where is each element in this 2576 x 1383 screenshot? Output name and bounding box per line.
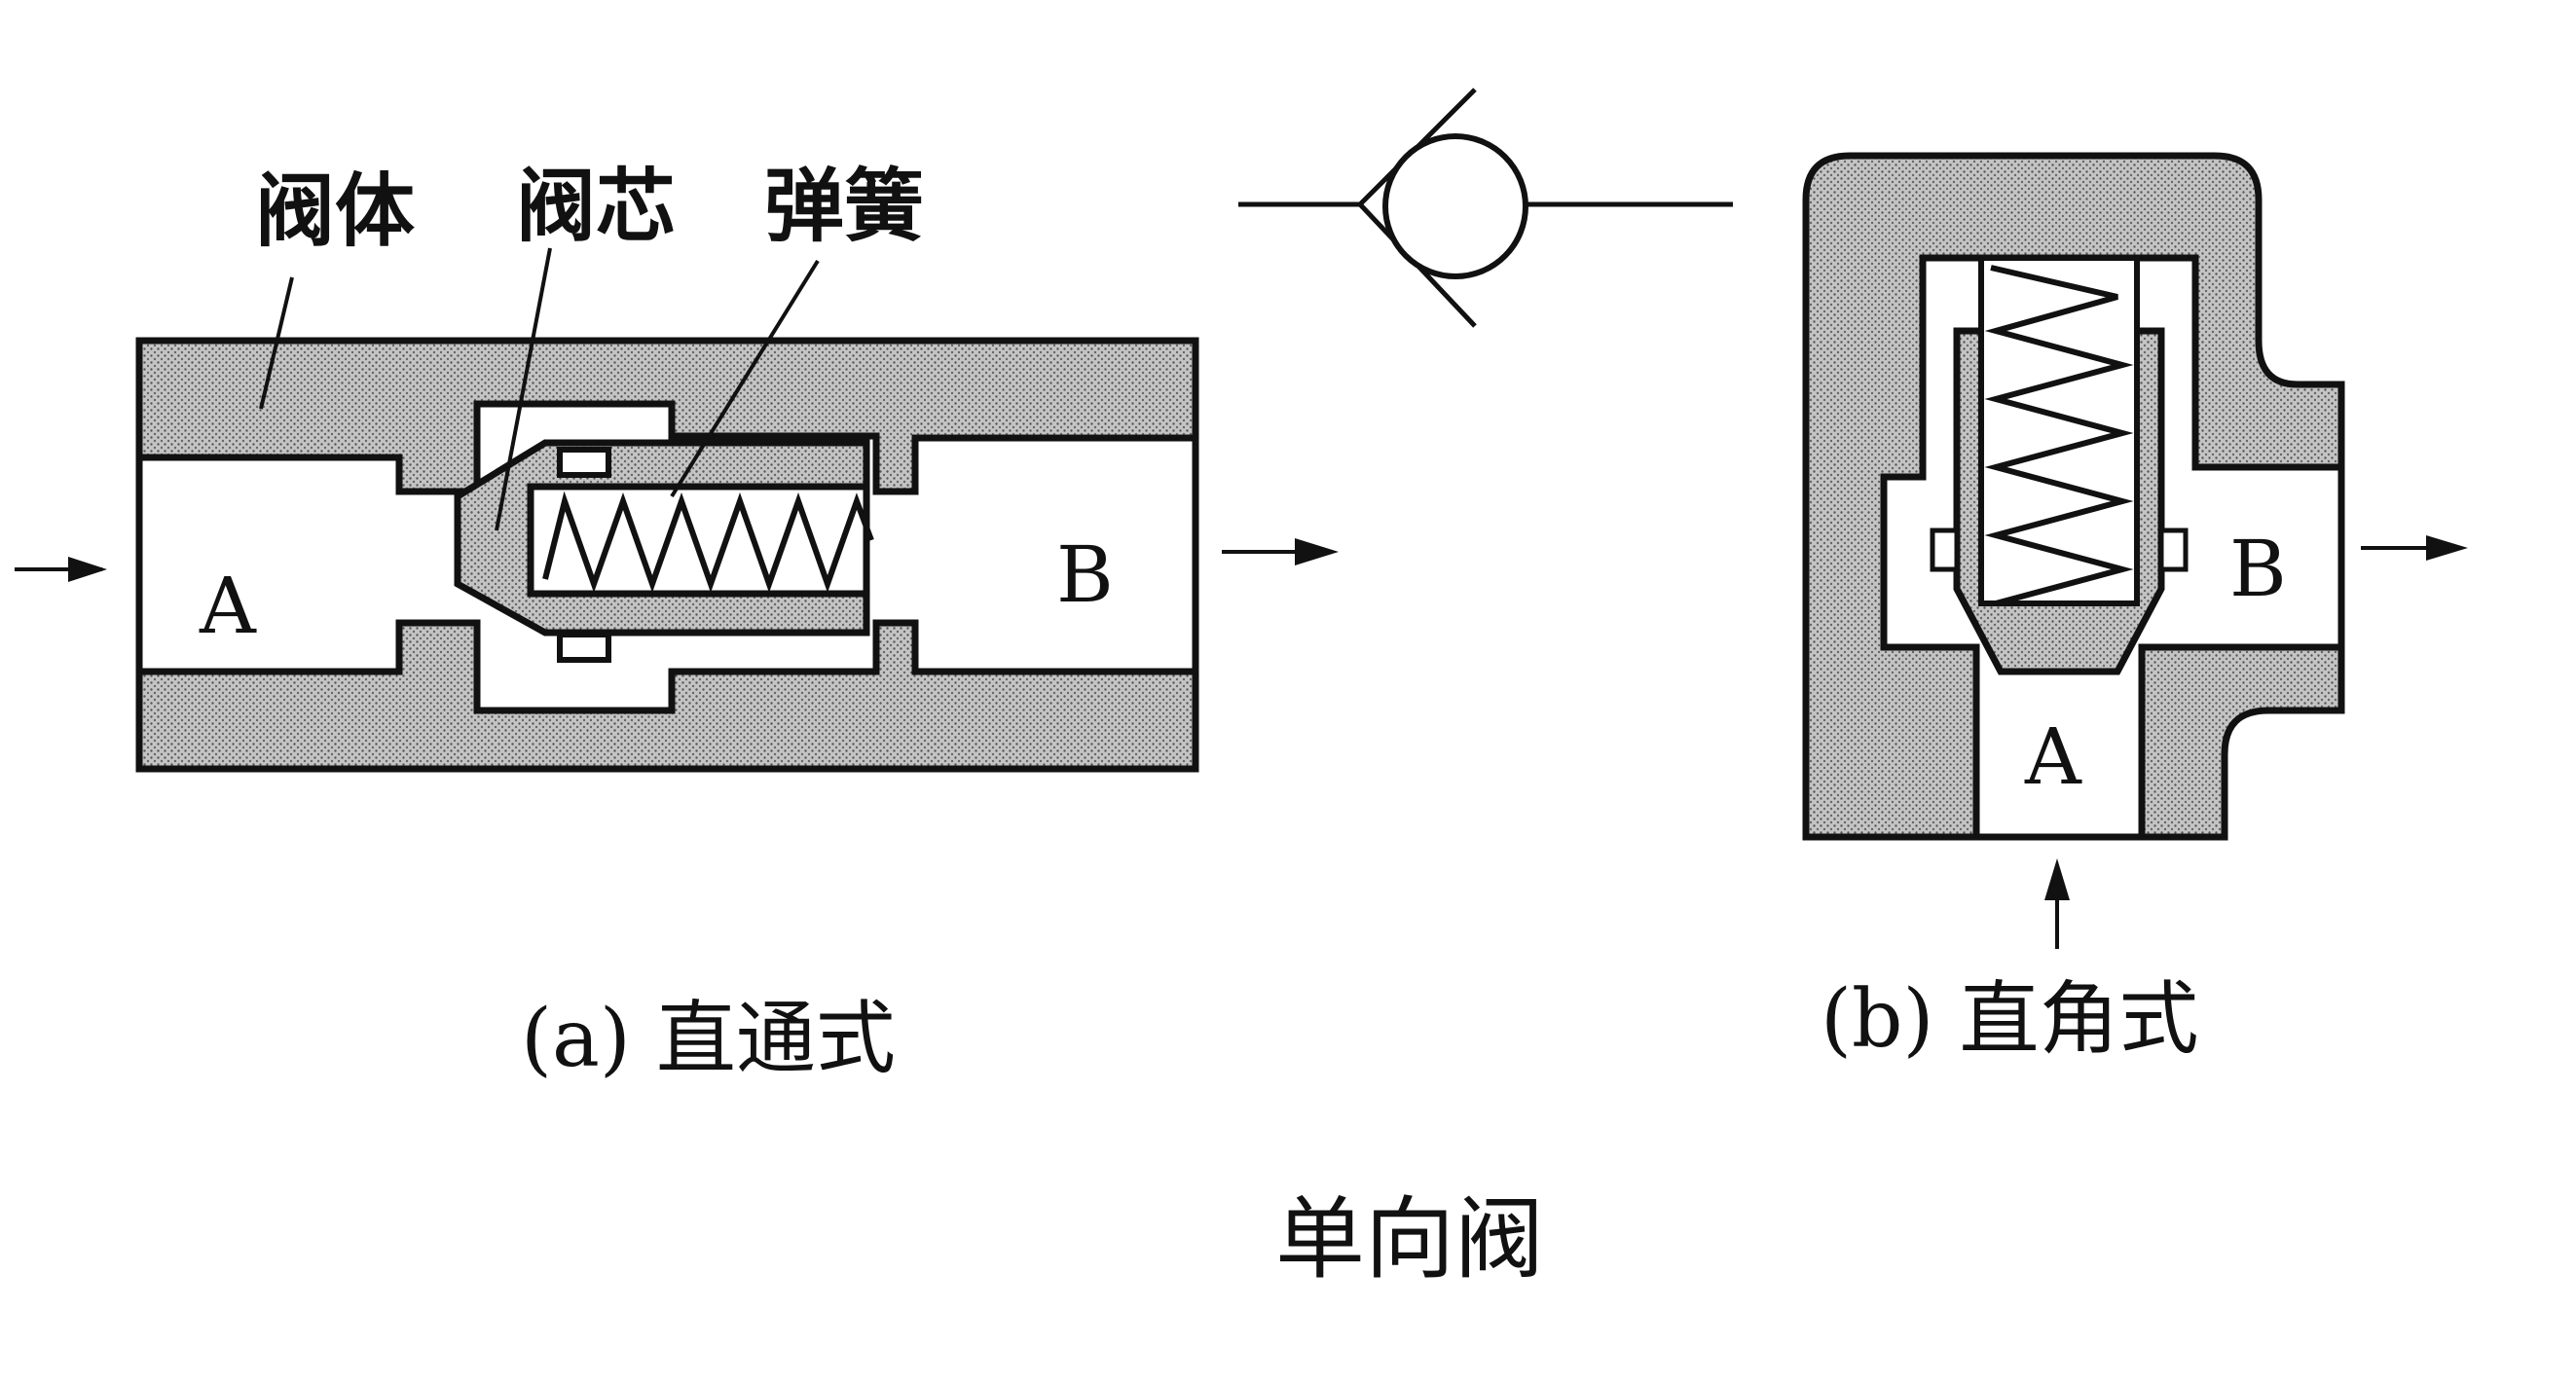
port-b-label: B [1056, 529, 1114, 620]
right-angle-inlet-arrow [2044, 858, 2070, 949]
check-valve-symbol [1238, 88, 1733, 328]
right-angle-outlet-arrow [2361, 535, 2468, 561]
figure-title: 单向阀 [1275, 1187, 1544, 1292]
right-angle-port-b-label: B [2229, 524, 2287, 614]
caption-right-angle: (b) 直角式 [1821, 973, 2199, 1066]
label-valve-body: 阀体 [255, 164, 415, 258]
right-angle-slot-right [2158, 528, 2189, 572]
right-angle-port-a-label: A [2024, 711, 2082, 802]
straight-through-valve: 阀体 阀芯 弹簧 A B [15, 160, 1339, 773]
port-a-label: A [199, 561, 257, 651]
leader-spring [670, 259, 820, 498]
label-valve-core: 阀芯 [516, 160, 676, 253]
core-slot-bottom [557, 632, 611, 663]
right-angle-slot-left [1930, 528, 1960, 572]
caption-straight-through: (a) 直通式 [521, 993, 896, 1085]
label-spring: 弹簧 [764, 160, 924, 253]
right-angle-valve: A B [1802, 152, 2468, 949]
check-ball [1382, 133, 1528, 279]
leader-valve-core [495, 247, 552, 531]
inlet-arrow [15, 557, 107, 582]
right-angle-spring-coil [1984, 265, 2134, 606]
leader-valve-body [259, 276, 294, 410]
core-slot-top [557, 447, 611, 478]
spring-coil [542, 491, 874, 594]
outlet-arrow [1222, 538, 1339, 565]
